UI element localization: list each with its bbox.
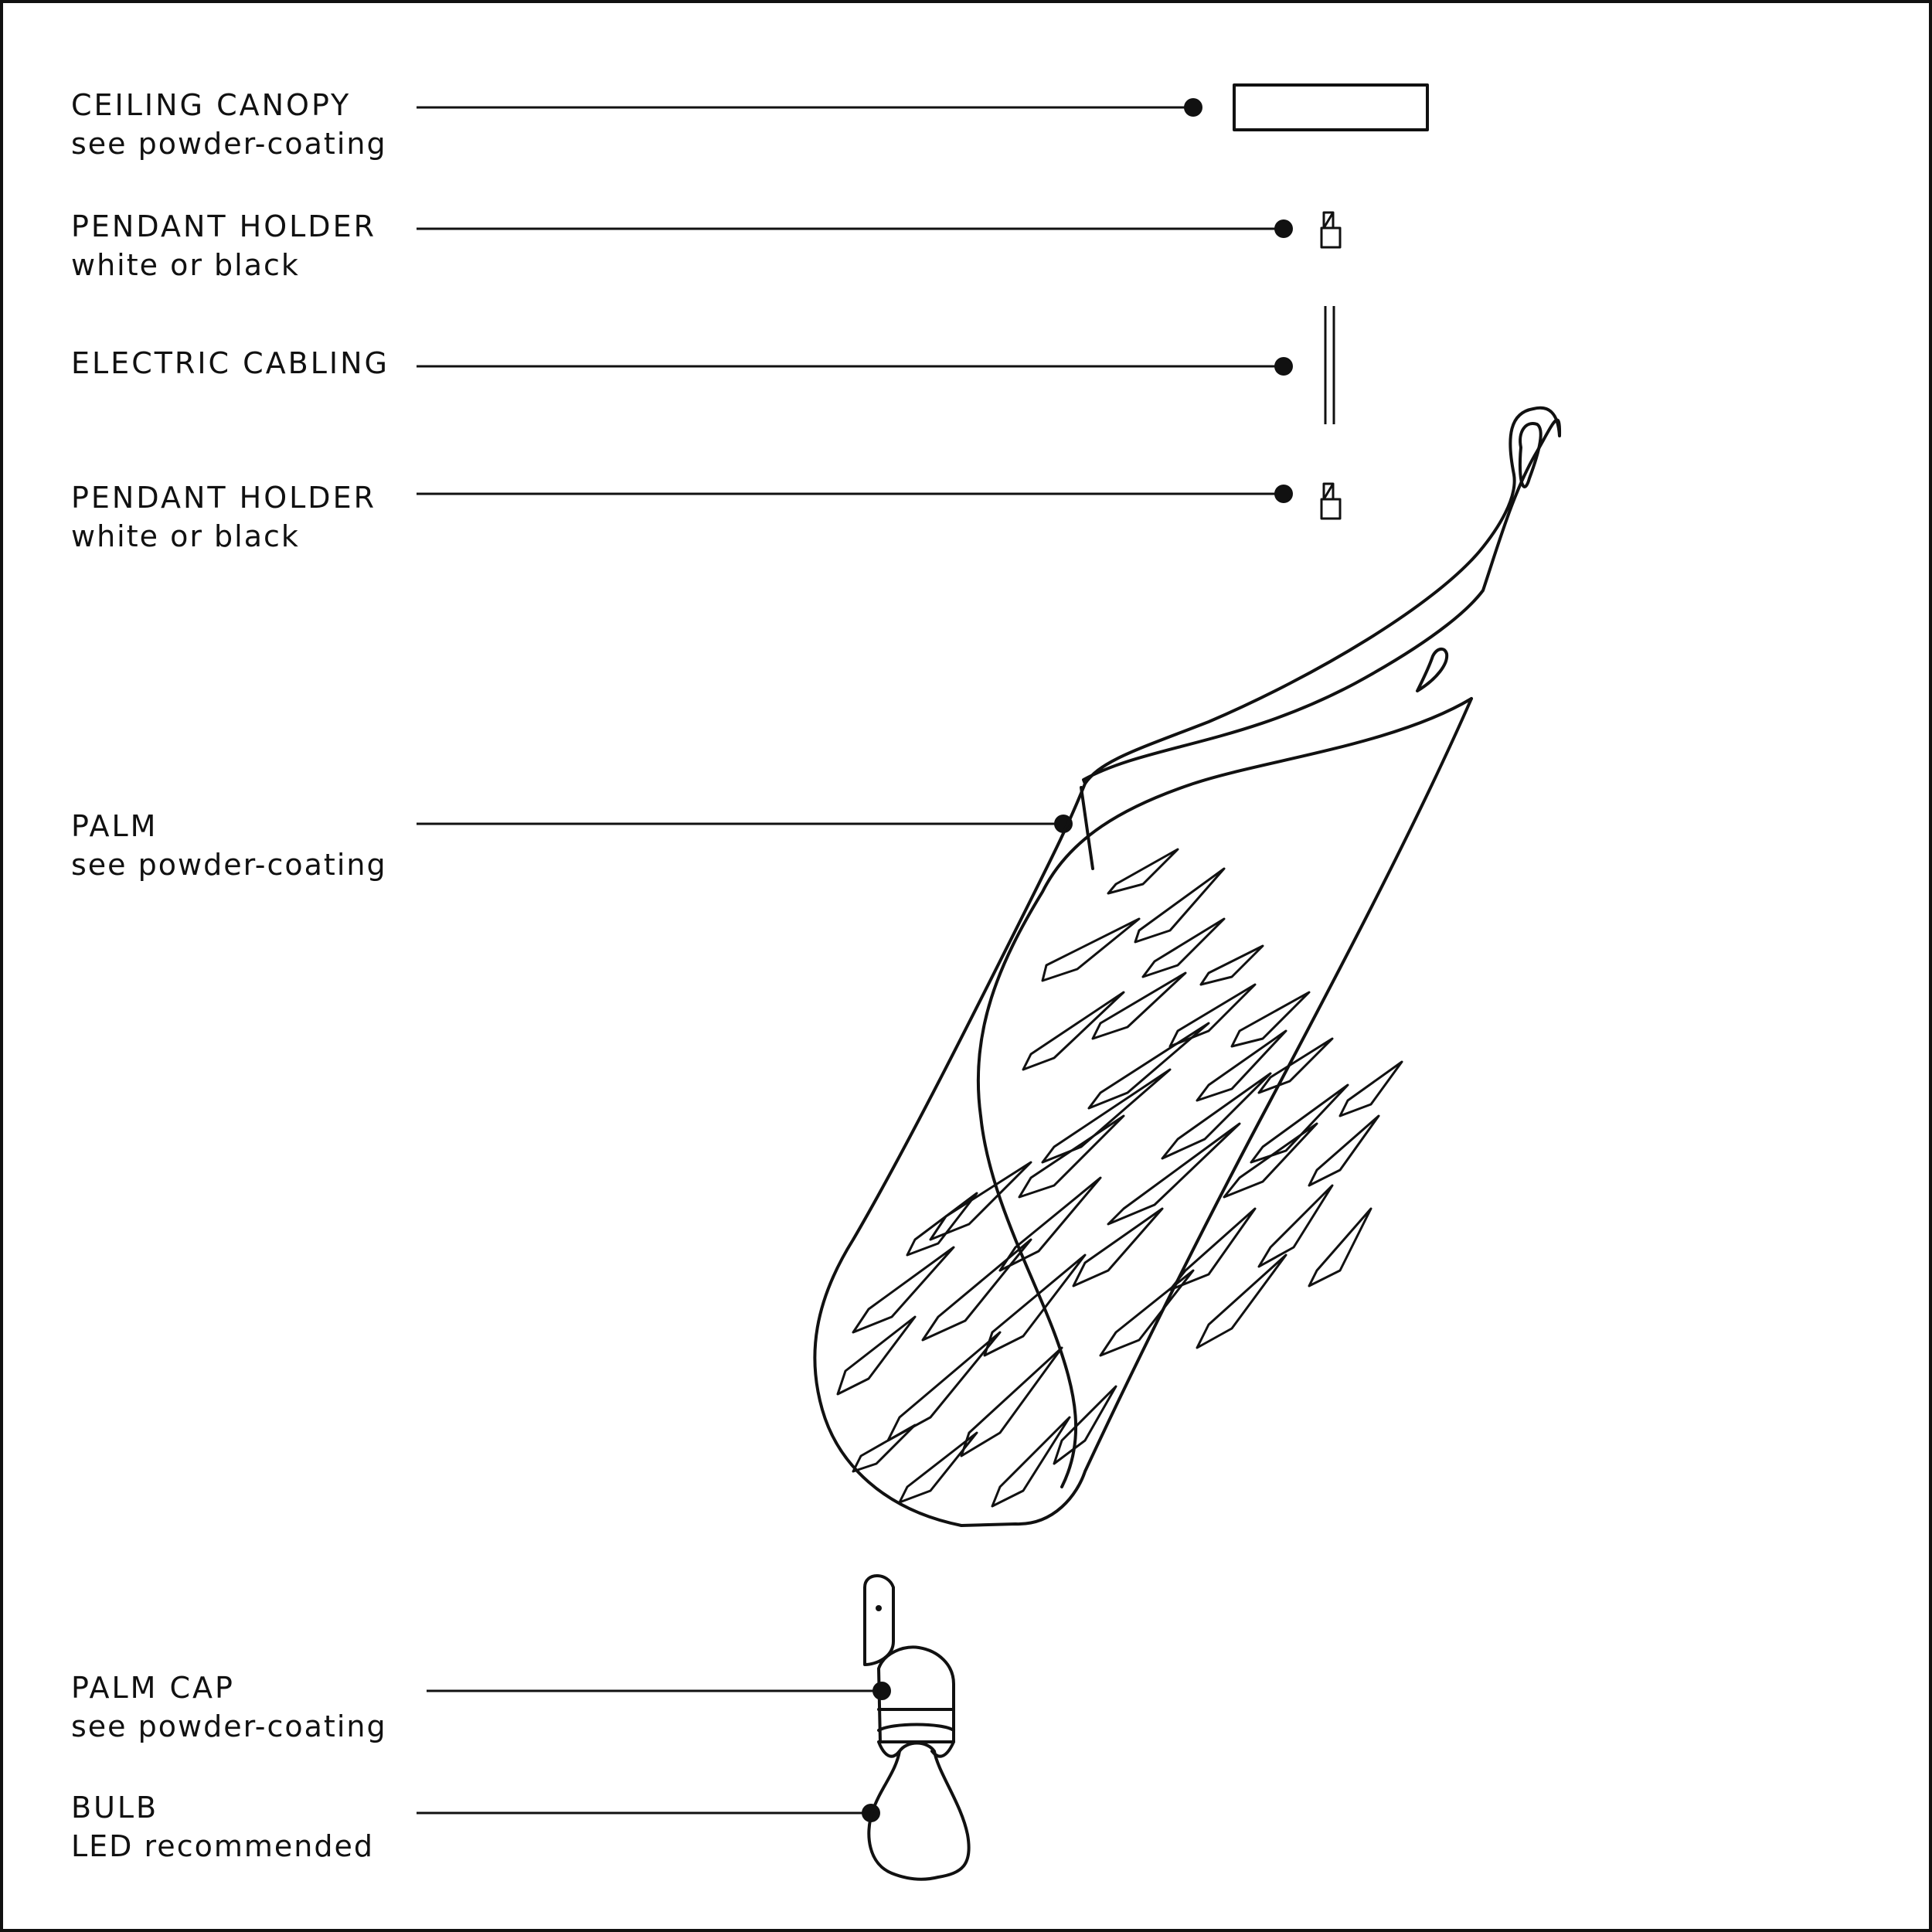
electric-cabling-title: ELECTRIC CABLING	[71, 346, 390, 380]
label-electric-cabling: ELECTRIC CABLING	[71, 344, 389, 383]
label-bulb: BULB LED recommended	[71, 1788, 374, 1866]
bulb-drawing	[867, 1741, 971, 1881]
pendant-holder-top-icon	[1320, 211, 1342, 249]
pendant-holder-bottom-title: PENDANT HOLDER	[71, 481, 376, 515]
label-palm: PALM see powder-coating	[71, 807, 387, 884]
bulb-note: LED recommended	[71, 1829, 374, 1863]
ceiling-canopy-note: see powder-coating	[71, 127, 387, 161]
leader-dot-pendant-holder-top	[1274, 219, 1293, 238]
electric-cable-icon	[1324, 306, 1335, 424]
palm-cap-title: PALM CAP	[71, 1671, 235, 1705]
diagram-artwork	[417, 83, 1562, 1881]
ceiling-canopy-title: CEILING CANOPY	[71, 88, 352, 122]
palm-note: see powder-coating	[71, 848, 387, 882]
pendant-holder-top-note: white or black	[71, 248, 300, 282]
label-palm-cap: PALM CAP see powder-coating	[71, 1668, 387, 1746]
pendant-holder-bottom-note: white or black	[71, 519, 300, 553]
label-pendant-holder-top: PENDANT HOLDER white or black	[71, 207, 376, 284]
leader-dot-ceiling-canopy	[1184, 98, 1202, 117]
ceiling-canopy-shape	[1233, 83, 1429, 131]
bulb-title: BULB	[71, 1791, 159, 1825]
pendant-holder-top-title: PENDANT HOLDER	[71, 209, 376, 243]
pendant-holder-bottom-icon	[1320, 482, 1342, 520]
leader-dot-palm-cap	[872, 1682, 891, 1700]
palm-shade-drawing	[813, 406, 1562, 1527]
leader-dot-pendant-holder-bottom	[1274, 485, 1293, 503]
leader-dot-electric-cabling	[1274, 357, 1293, 376]
leader-dot-palm	[1054, 815, 1073, 833]
palm-cap-note: see powder-coating	[71, 1709, 387, 1743]
palm-title: PALM	[71, 809, 158, 843]
label-ceiling-canopy: CEILING CANOPY see powder-coating	[71, 86, 387, 163]
label-pendant-holder-bottom: PENDANT HOLDER white or black	[71, 478, 376, 556]
palm-cap-drawing	[863, 1574, 955, 1758]
